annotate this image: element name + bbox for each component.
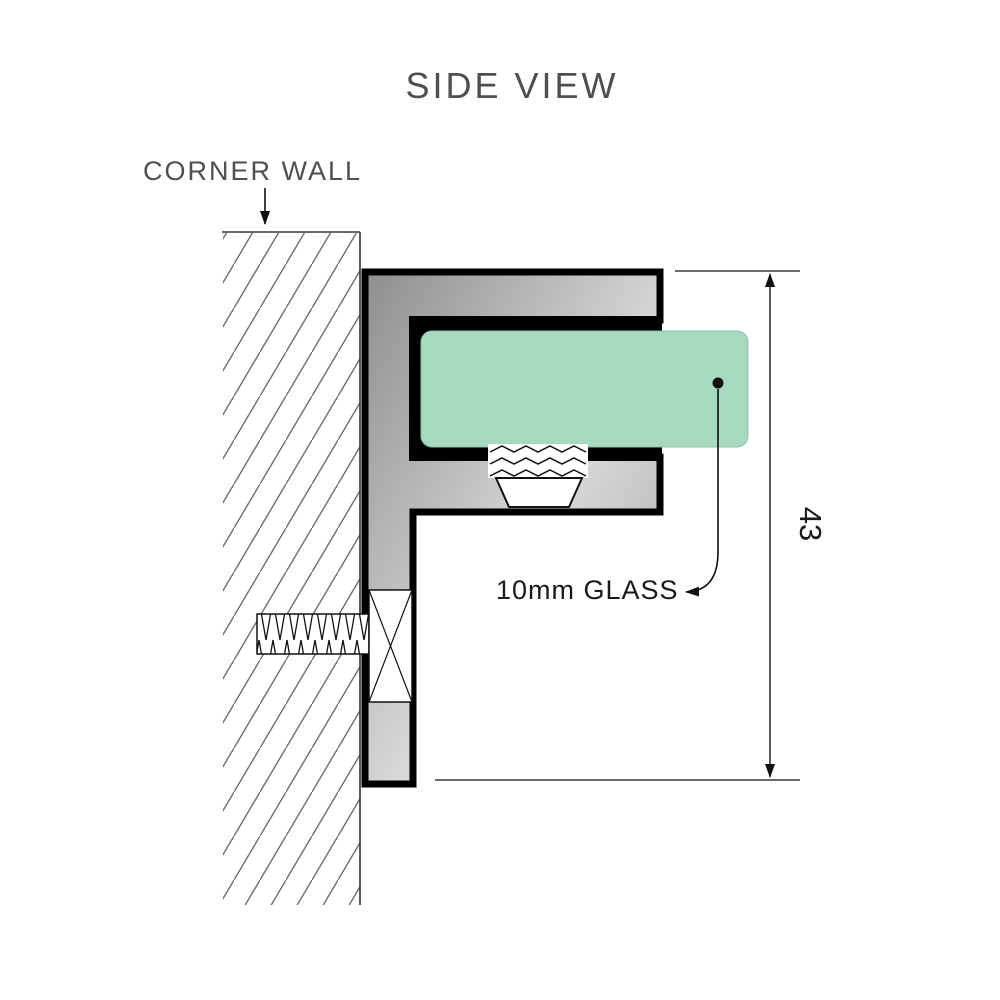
glass-leader-line: [685, 389, 719, 597]
grub-screw-tip: [494, 477, 584, 508]
grub-screw: [488, 444, 588, 508]
wall-hatching: [223, 233, 360, 905]
dimension-label: 43: [793, 507, 828, 541]
corner-wall-label: CORNER WALL: [143, 156, 362, 186]
grub-screw-thread-line: [489, 445, 587, 453]
grub-screw-thread-line: [489, 457, 587, 465]
mounting-screw: [256, 589, 413, 703]
screw-shaft: [256, 613, 370, 655]
grub-screw-body: [488, 444, 588, 478]
grub-screw-thread-line: [489, 469, 587, 477]
glass-leader-dot: [712, 377, 724, 389]
glass-panel: [420, 330, 749, 448]
glass-label: 10mm GLASS: [496, 575, 679, 605]
diagram-title: SIDE VIEW: [405, 65, 618, 106]
screw-head-cross-line: [368, 589, 413, 703]
